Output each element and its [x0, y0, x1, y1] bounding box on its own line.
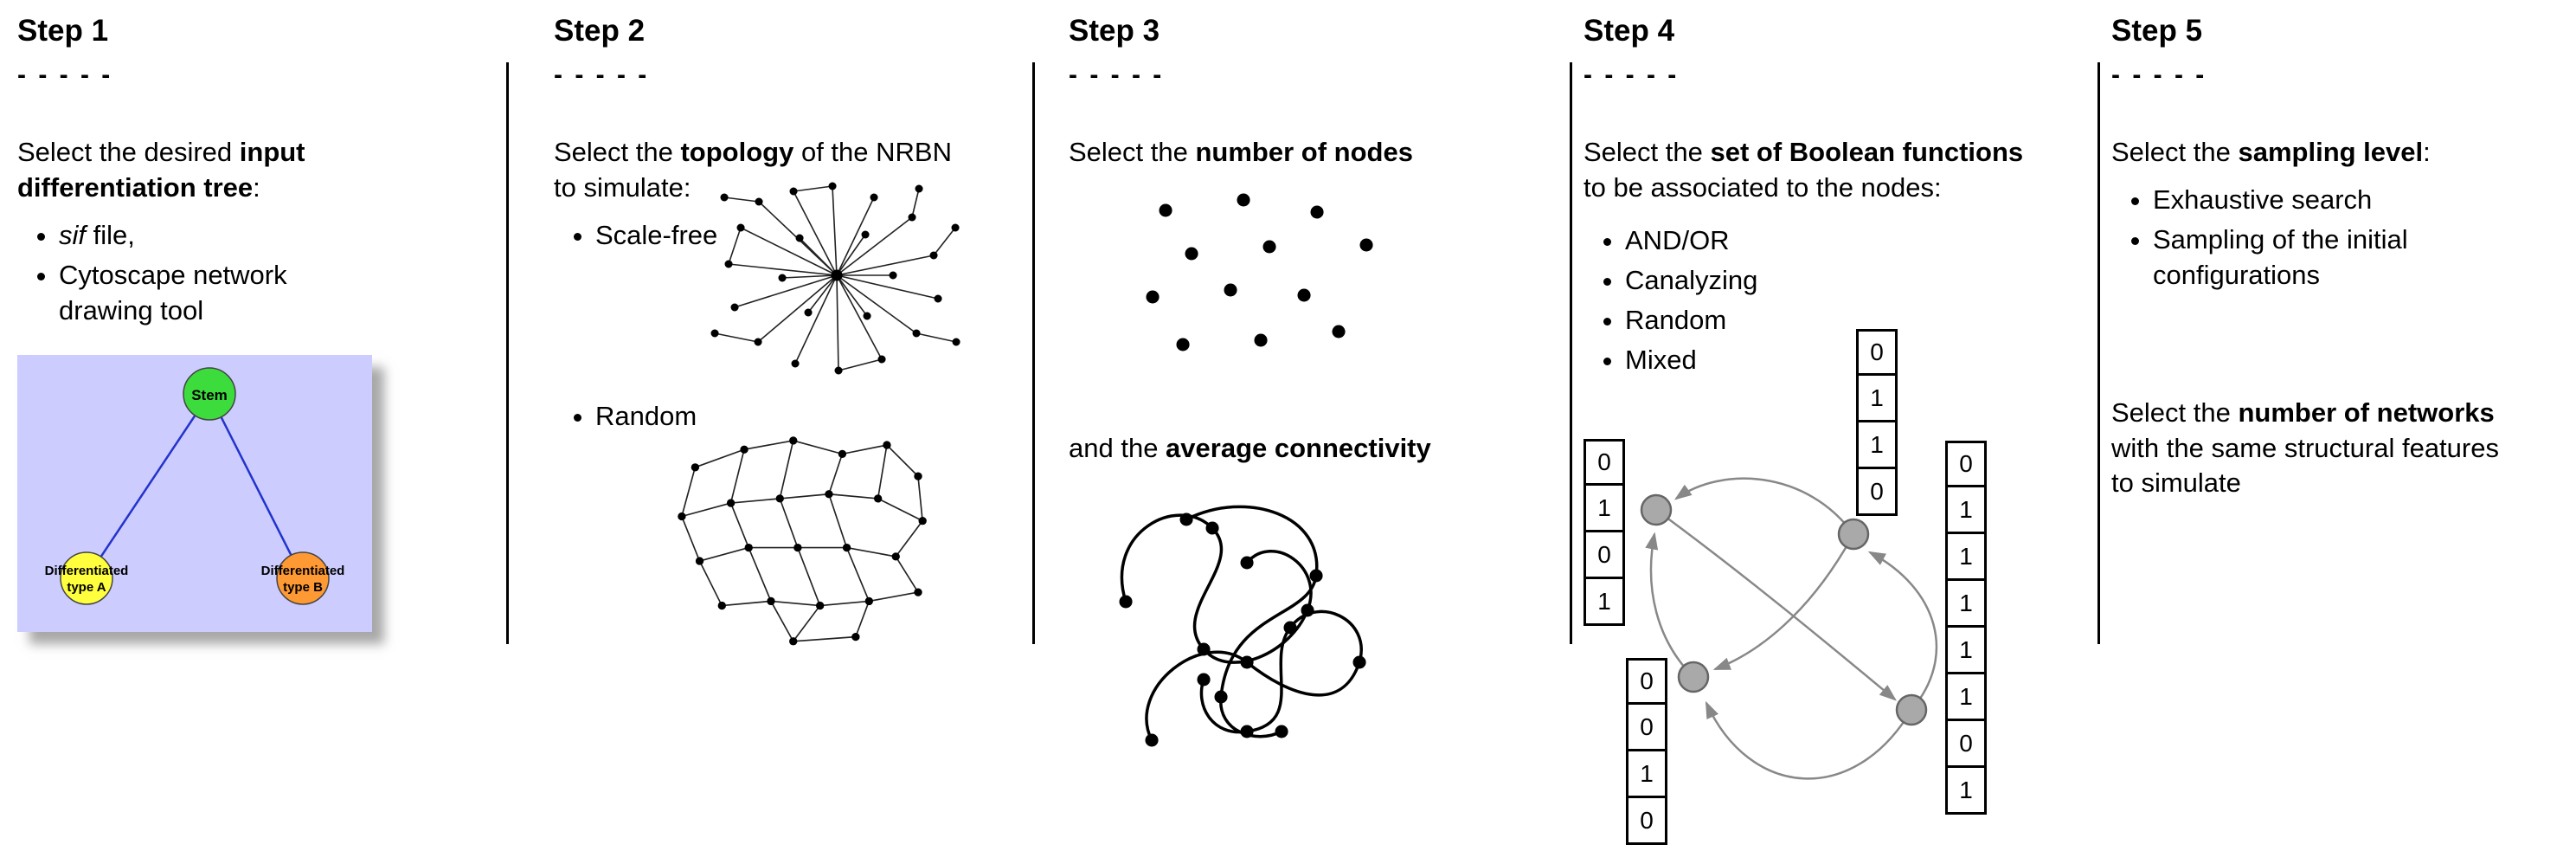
- step-2-options: Scale-free Random: [554, 218, 960, 435]
- step-3-dashes: - - - - -: [1069, 61, 1165, 89]
- step-1-column: Step 1 - - - - - Select the desired inpu…: [17, 0, 467, 632]
- step-5-instruction: Select the sampling level:: [2111, 137, 2431, 167]
- nodes-dots-figure: [1146, 193, 1373, 351]
- type-a-label-line1: Differentiated: [45, 564, 129, 578]
- truth-table-cell: 0: [1584, 439, 1625, 486]
- step-5-title: Step 5: [2111, 14, 2203, 48]
- truth-table-cell: 1: [1856, 376, 1898, 422]
- step-1-dashes: - - - - -: [17, 61, 113, 89]
- step-4-column: Step 4 - - - - - Select the set of Boole…: [1584, 0, 2085, 845]
- network-arrow: [1655, 508, 1897, 701]
- column-divider: [1032, 62, 1035, 644]
- truth-table-cell: 0: [1626, 705, 1667, 751]
- truth-table-cell: 1: [1945, 628, 1987, 674]
- network-edges: [681, 440, 923, 642]
- network-nodes: [678, 436, 927, 646]
- tangle-curve: [1185, 505, 1319, 738]
- network-node: [1895, 693, 1928, 726]
- truth-table-cell: 0: [1584, 532, 1625, 579]
- tree-edge-left: [85, 392, 211, 579]
- network-arrow: [1712, 533, 1855, 671]
- step-4-title: Step 4: [1584, 14, 1675, 48]
- step-3-instruction-connectivity: and the average connectivity: [1069, 432, 1431, 463]
- step-1-title: Step 1: [17, 14, 109, 48]
- step-4-options: AND/OR Canalyzing Random Mixed: [1584, 223, 2085, 378]
- step-5-dashes: - - - - -: [2111, 61, 2207, 89]
- step-3-instruction-nodes: Select the number of nodes: [1069, 137, 1413, 167]
- step-3-title: Step 3: [1069, 14, 1160, 48]
- type-a-label-line2: type A: [67, 580, 106, 595]
- truth-table-cell: 1: [1945, 534, 1987, 581]
- differentiation-tree-figure: Stem Differentiated type A Differentiate…: [17, 354, 372, 632]
- stem-node: [183, 366, 236, 421]
- network-arrow: [1673, 477, 1855, 535]
- step-4-instruction: Select the set of Boolean functions to b…: [1584, 137, 2024, 203]
- random-network-figure: [678, 436, 927, 646]
- network-node: [1837, 518, 1870, 551]
- step-5-networks-instruction: Select the number of networks with the s…: [2111, 396, 2499, 499]
- truth-table-top: 0 1 1 0: [1856, 329, 1898, 516]
- network-nodes: [710, 182, 960, 375]
- boolean-network-graph: [1640, 477, 1938, 780]
- truth-table-cell: 0: [1945, 441, 1987, 487]
- type-b-label-line1: Differentiated: [261, 564, 345, 578]
- option-and-or: AND/OR: [1625, 223, 2085, 259]
- network-node: [1677, 661, 1710, 693]
- truth-table-cell: 1: [1945, 768, 1987, 815]
- step-1-instruction: Select the desired input differentiation…: [17, 137, 305, 203]
- node-dots: [1146, 193, 1373, 351]
- step-5-column: Step 5 - - - - - Select the sampling lev…: [2111, 0, 2553, 501]
- option-sif-file: sif file,: [59, 218, 363, 254]
- step-3-column: Step 3 - - - - - Select the number of no…: [1069, 0, 1553, 758]
- truth-table-cell: 0: [1626, 658, 1667, 705]
- network-arrow: [1867, 551, 1938, 711]
- option-initial-config-sampling: Sampling of the initial configurations: [2153, 222, 2501, 293]
- stem-node-label: Stem: [191, 387, 228, 403]
- option-canalyzing: Canalyzing: [1625, 263, 2085, 299]
- truth-table-cell: 1: [1945, 487, 1987, 534]
- option-exhaustive-search: Exhaustive search: [2153, 183, 2501, 218]
- step-2-column: Step 2 - - - - - Select the topology of …: [554, 0, 960, 646]
- type-b-label-line2: type B: [283, 580, 323, 595]
- truth-table-cell: 0: [1626, 798, 1667, 845]
- step-2-dashes: - - - - -: [554, 61, 650, 89]
- step-5-options: Exhaustive search Sampling of the initia…: [2111, 183, 2501, 293]
- option-random-topology: Random: [595, 399, 960, 435]
- type-a-node: [60, 551, 113, 605]
- network-arrow: [1645, 532, 1694, 678]
- network-arrow: [1705, 700, 1913, 780]
- truth-table-cell: 1: [1945, 581, 1987, 628]
- option-scale-free: Scale-free: [595, 218, 960, 254]
- truth-table-cell: 0: [1856, 329, 1898, 376]
- tree-edge-right: [208, 392, 305, 579]
- option-mixed: Mixed: [1625, 343, 2085, 378]
- step-4-dashes: - - - - -: [1584, 61, 1680, 89]
- step-2-instruction: Select the topology of the NRBN to simul…: [554, 137, 952, 203]
- column-divider: [2097, 62, 2100, 644]
- truth-table-cell: 1: [1626, 751, 1667, 798]
- truth-table-cell: 1: [1856, 422, 1898, 469]
- truth-table-cell: 1: [1584, 486, 1625, 532]
- option-random-functions: Random: [1625, 303, 2085, 338]
- boolean-network-figure: 0 1 0 1 0 1 1 0 0 0 1 0 0 1 1 1: [1584, 329, 2085, 848]
- truth-table-left: 0 1 0 1: [1584, 439, 1625, 626]
- column-divider: [1570, 62, 1572, 644]
- option-cytoscape: Cytoscape network drawing tool: [59, 258, 363, 329]
- type-b-node: [276, 551, 330, 605]
- step-2-title: Step 2: [554, 14, 646, 48]
- truth-table-cell: 1: [1584, 579, 1625, 626]
- truth-table-right: 0 1 1 1 1 1 0 1: [1945, 441, 1987, 815]
- tangle-nodes: [1119, 513, 1366, 747]
- step-1-options: sif file, Cytoscape network drawing tool: [17, 218, 363, 329]
- scale-free-network-figure: [710, 182, 960, 375]
- connectivity-tangle-figure: [1119, 505, 1366, 747]
- truth-table-cell: 0: [1856, 469, 1898, 516]
- truth-table-cell: 0: [1945, 721, 1987, 768]
- network-node: [1640, 493, 1673, 526]
- column-divider: [506, 62, 509, 644]
- truth-table-bottom-left: 0 0 1 0: [1626, 658, 1667, 845]
- truth-table-cell: 1: [1945, 674, 1987, 721]
